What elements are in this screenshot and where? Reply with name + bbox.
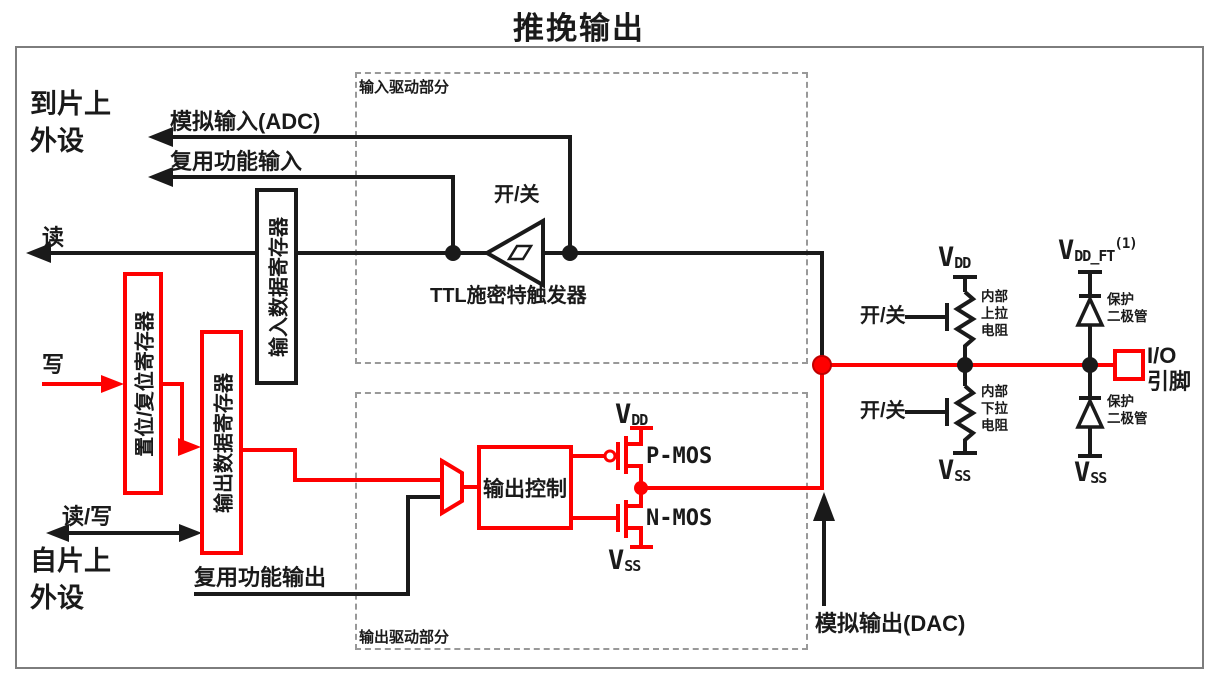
wire-af-input [160, 175, 455, 249]
page-title: 推挽输出 [513, 11, 645, 46]
pulldown-resistor-label: 内部 下拉 电阻 [981, 384, 1008, 433]
input-driver-section-label: 输入驱动部分 [359, 79, 450, 96]
lower-diode-label: 保护 二极管 [1107, 394, 1148, 426]
diagram-frame [15, 46, 1204, 669]
output-driver-section-box [355, 392, 808, 650]
set-reset-register-label: 置位/复位寄存器 [134, 310, 157, 457]
schmitt-onoff-label: 开/关 [494, 184, 540, 206]
pmos-transistor-icon [616, 426, 653, 488]
input-driver-section-box [355, 72, 808, 364]
pullup-onoff-label: 开/关 [860, 305, 906, 327]
arrow-left-read-icon [26, 243, 51, 263]
vss-pulldown-label: VSS [938, 455, 971, 486]
output-control-label: 输出控制 [483, 477, 567, 501]
read-label: 读 [42, 225, 65, 250]
wire-odr-to-mux [243, 448, 441, 482]
black-arrowheads [26, 127, 835, 542]
vddft-label: VDD_FT(1) [1058, 235, 1138, 266]
arrow-left-adc-icon [148, 127, 173, 147]
vss-mos-label: VSS [608, 545, 641, 576]
hysteresis-icon [506, 244, 534, 261]
write-label: 写 [42, 352, 65, 377]
pad-net-junction [812, 355, 832, 375]
vdd-mos-label: VDD [615, 399, 648, 430]
analog-output-label: 模拟输出(DAC) [815, 611, 966, 636]
af-output-label: 复用功能输出 [194, 565, 327, 590]
from-onchip-peripheral-label: 自片上 外设 [30, 546, 111, 613]
set-reset-register-box: 置位/复位寄存器 [123, 272, 163, 495]
wire-mos-output [641, 365, 824, 490]
input-data-register-box: 输入数据寄存器 [255, 188, 298, 385]
arrow-right-write-icon [101, 375, 124, 393]
lower-protection-diode-icon [1075, 396, 1105, 429]
upper-protection-diode-icon [1075, 294, 1105, 327]
black-wires [40, 135, 1102, 606]
arrow-left-af-icon [148, 167, 173, 187]
arrow-right-rw-icon [179, 524, 202, 542]
pullup-resistor-icon [953, 290, 977, 360]
vss-diode-label: VSS [1074, 457, 1107, 488]
upper-diode-label: 保护 二极管 [1107, 292, 1148, 324]
pulldown-onoff-label: 开/关 [860, 400, 906, 422]
arrow-left-rw-icon [46, 524, 69, 542]
to-onchip-peripheral-label: 到片上 外设 [30, 89, 111, 156]
output-driver-section-label: 输出驱动部分 [359, 629, 450, 646]
pmos-gate-bubble-icon [603, 449, 617, 463]
vdd-pullup-label: VDD [938, 242, 971, 273]
arrow-right-odr-icon [178, 438, 201, 456]
output-data-register-label: 输出数据寄存器 [213, 372, 235, 513]
af-input-label: 复用功能输入 [170, 149, 303, 174]
schmitt-trigger-label: TTL施密特触发器 [430, 285, 587, 307]
io-pad-icon [1113, 349, 1145, 381]
pullup-resistor-label: 内部 上拉 电阻 [981, 289, 1008, 338]
arrow-up-dac-icon [813, 492, 835, 521]
analog-input-label: 模拟输入(ADC) [170, 109, 321, 134]
mux-icon [440, 457, 464, 517]
junction-dots [445, 245, 1098, 373]
wire-setreset-to-odr [163, 382, 184, 449]
wire-analog-input [160, 135, 572, 249]
output-control-box: 输出控制 [477, 445, 573, 530]
pmos-label: P-MOS [646, 444, 713, 469]
pulldown-resistor-icon [953, 384, 977, 452]
nmos-label: N-MOS [646, 506, 713, 531]
input-data-register-label: 输入数据寄存器 [268, 216, 290, 357]
red-arrowheads [101, 375, 201, 456]
schmitt-trigger-icon [482, 217, 545, 289]
output-data-register-box: 输出数据寄存器 [200, 330, 243, 555]
mos-output-junction [634, 481, 648, 495]
read-write-label: 读/写 [62, 504, 113, 529]
io-pin-label: I/O 引脚 [1147, 343, 1192, 394]
wire-af-output [194, 495, 443, 596]
